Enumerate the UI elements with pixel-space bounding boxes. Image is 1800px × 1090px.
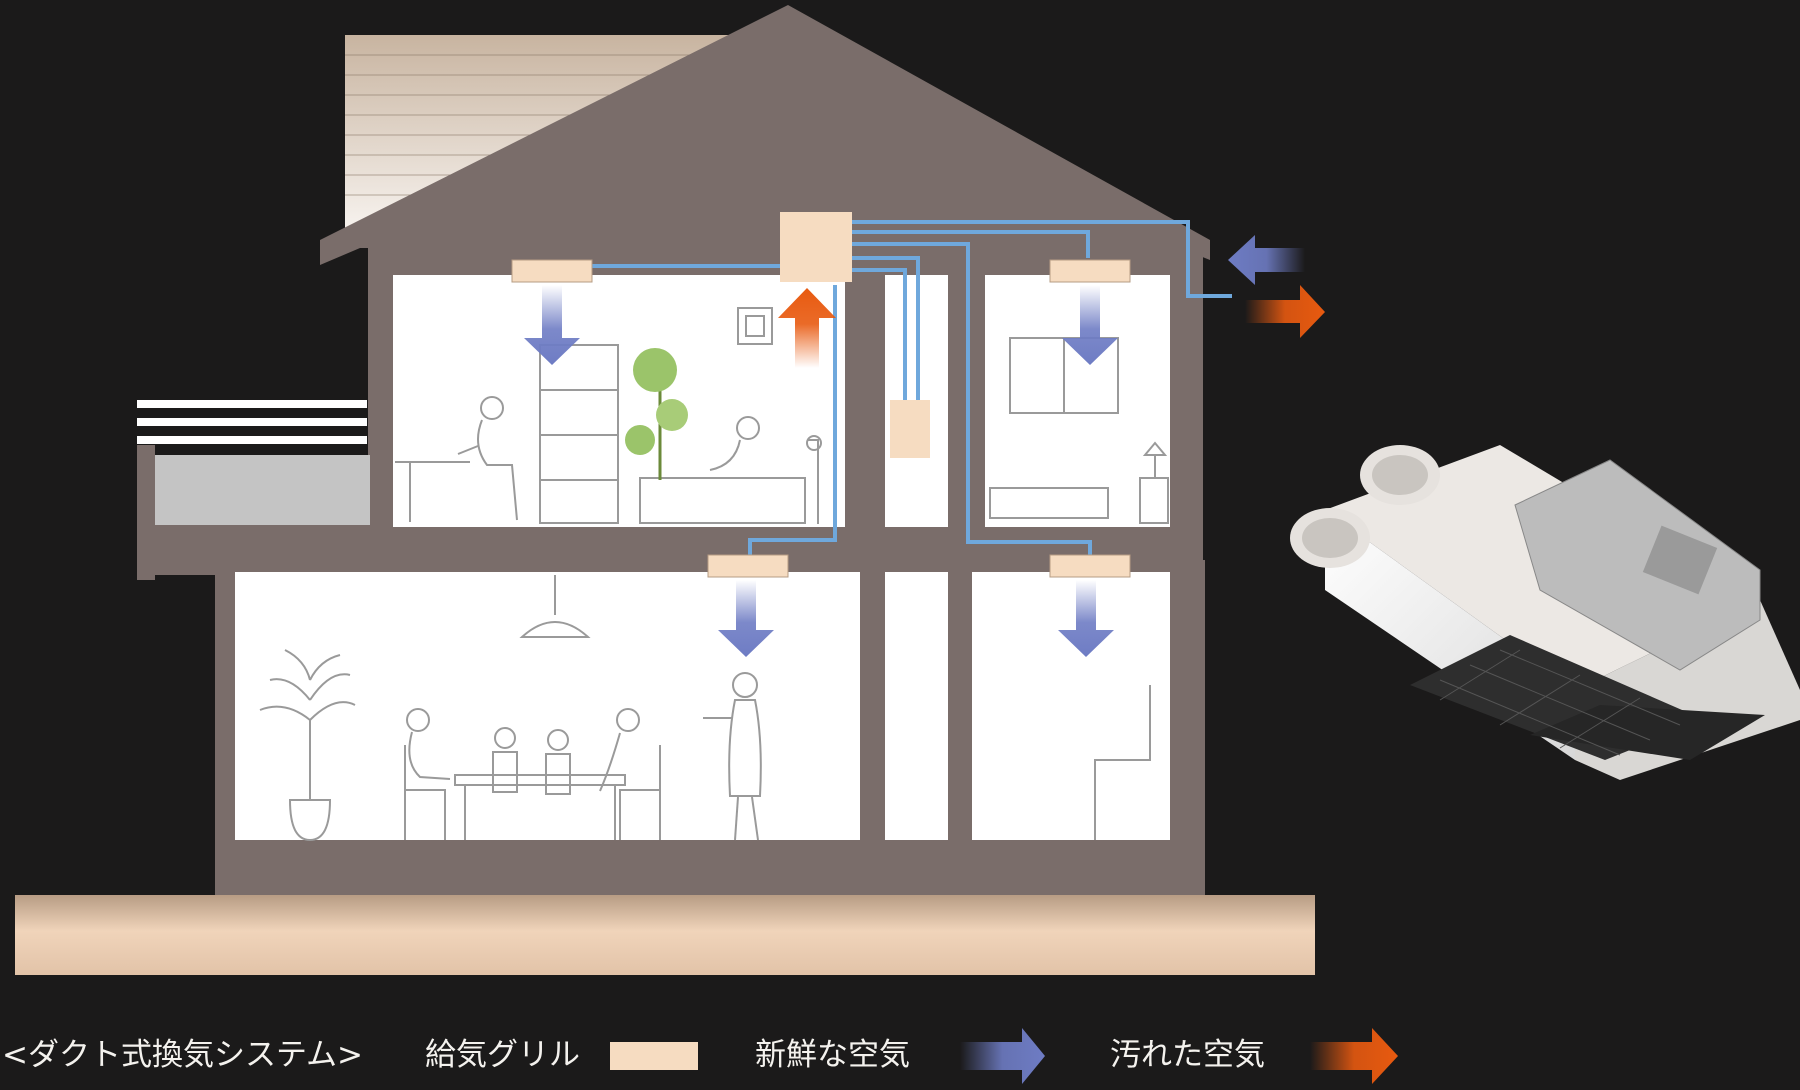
diagram-title: <ダクト式換気システム> xyxy=(2,1037,364,1073)
exhaust-box xyxy=(890,400,930,458)
legend-grille-label: 給気グリル xyxy=(425,1037,580,1073)
duct-network xyxy=(590,220,1232,558)
legend-dirty-arrow-icon xyxy=(1310,1028,1398,1084)
supply-grilles xyxy=(511,259,1131,578)
dirty-air-arrows xyxy=(778,285,1325,368)
legend-grille-swatch xyxy=(610,1042,698,1070)
legend-fresh-label: 新鮮な空気 xyxy=(755,1037,910,1073)
legend-fresh-arrow-icon xyxy=(960,1028,1045,1084)
fresh-air-arrows xyxy=(524,235,1305,657)
legend-dirty-label: 汚れた空気 xyxy=(1110,1037,1265,1073)
ventilation-unit-box xyxy=(780,212,852,282)
plant-upstairs xyxy=(625,348,688,480)
ground xyxy=(15,895,1315,975)
balcony xyxy=(137,400,370,525)
interior-line-art xyxy=(259,307,1169,842)
ventilation-unit-illustration xyxy=(1290,445,1800,780)
